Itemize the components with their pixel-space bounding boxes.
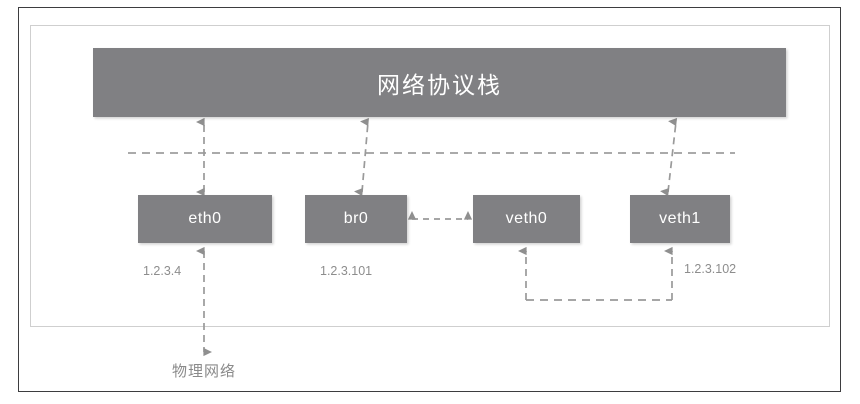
network-protocol-stack-box: 网络协议栈 <box>93 48 786 117</box>
ip-label-br0: 1.2.3.101 <box>320 264 373 278</box>
interface-label-veth1: veth1 <box>659 210 701 227</box>
interface-label-br0: br0 <box>343 210 369 227</box>
interface-box-veth1: veth1 <box>630 195 730 243</box>
network-protocol-stack-label: 网络协议栈 <box>377 71 502 98</box>
interface-box-br0: br0 <box>305 195 407 243</box>
interface-label-eth0: eth0 <box>188 210 222 227</box>
interface-box-veth0: veth0 <box>473 195 580 243</box>
interface-box-eth0: eth0 <box>138 195 272 243</box>
ip-label-eth0: 1.2.3.4 <box>143 264 182 278</box>
interface-label-veth0: veth0 <box>505 210 548 227</box>
physical-network-label: 物理网络 <box>172 363 237 380</box>
ip-label-veth1: 1.2.3.102 <box>684 262 737 276</box>
